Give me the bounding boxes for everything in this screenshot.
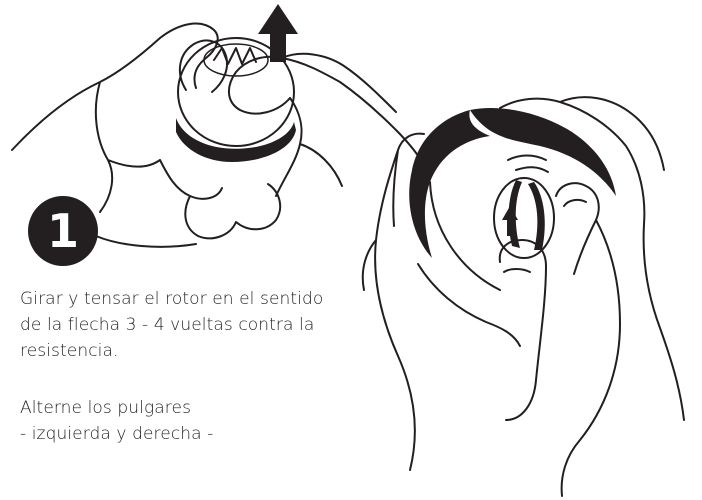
instruction-line-2: de la flecha 3 - 4 vueltas contra la <box>20 312 323 338</box>
second-thumb <box>556 183 599 274</box>
right-left-hand <box>363 134 520 470</box>
tip-line-1: Alterne los pulgares <box>20 395 213 421</box>
top-right-hand <box>229 54 426 196</box>
tip-line-2: - izquierda y derecha - <box>20 421 213 447</box>
tip-text: Alterne los pulgares - izquierda y derec… <box>20 395 213 447</box>
top-rotor-ring <box>176 118 296 162</box>
instruction-text: Girar y tensar el rotor en el sentido de… <box>20 286 323 364</box>
right-thumb <box>500 240 546 420</box>
step-number-badge: 1 <box>28 196 98 266</box>
instruction-line-3: resistencia. <box>20 338 323 364</box>
right-rotor-hub <box>494 178 554 258</box>
right-hands-rotor <box>363 97 684 496</box>
right-rotor-disk <box>409 110 490 258</box>
up-arrow-icon <box>258 4 298 62</box>
instruction-line-1: Girar y tensar el rotor en el sentido <box>20 286 323 312</box>
step-number: 1 <box>28 196 98 266</box>
